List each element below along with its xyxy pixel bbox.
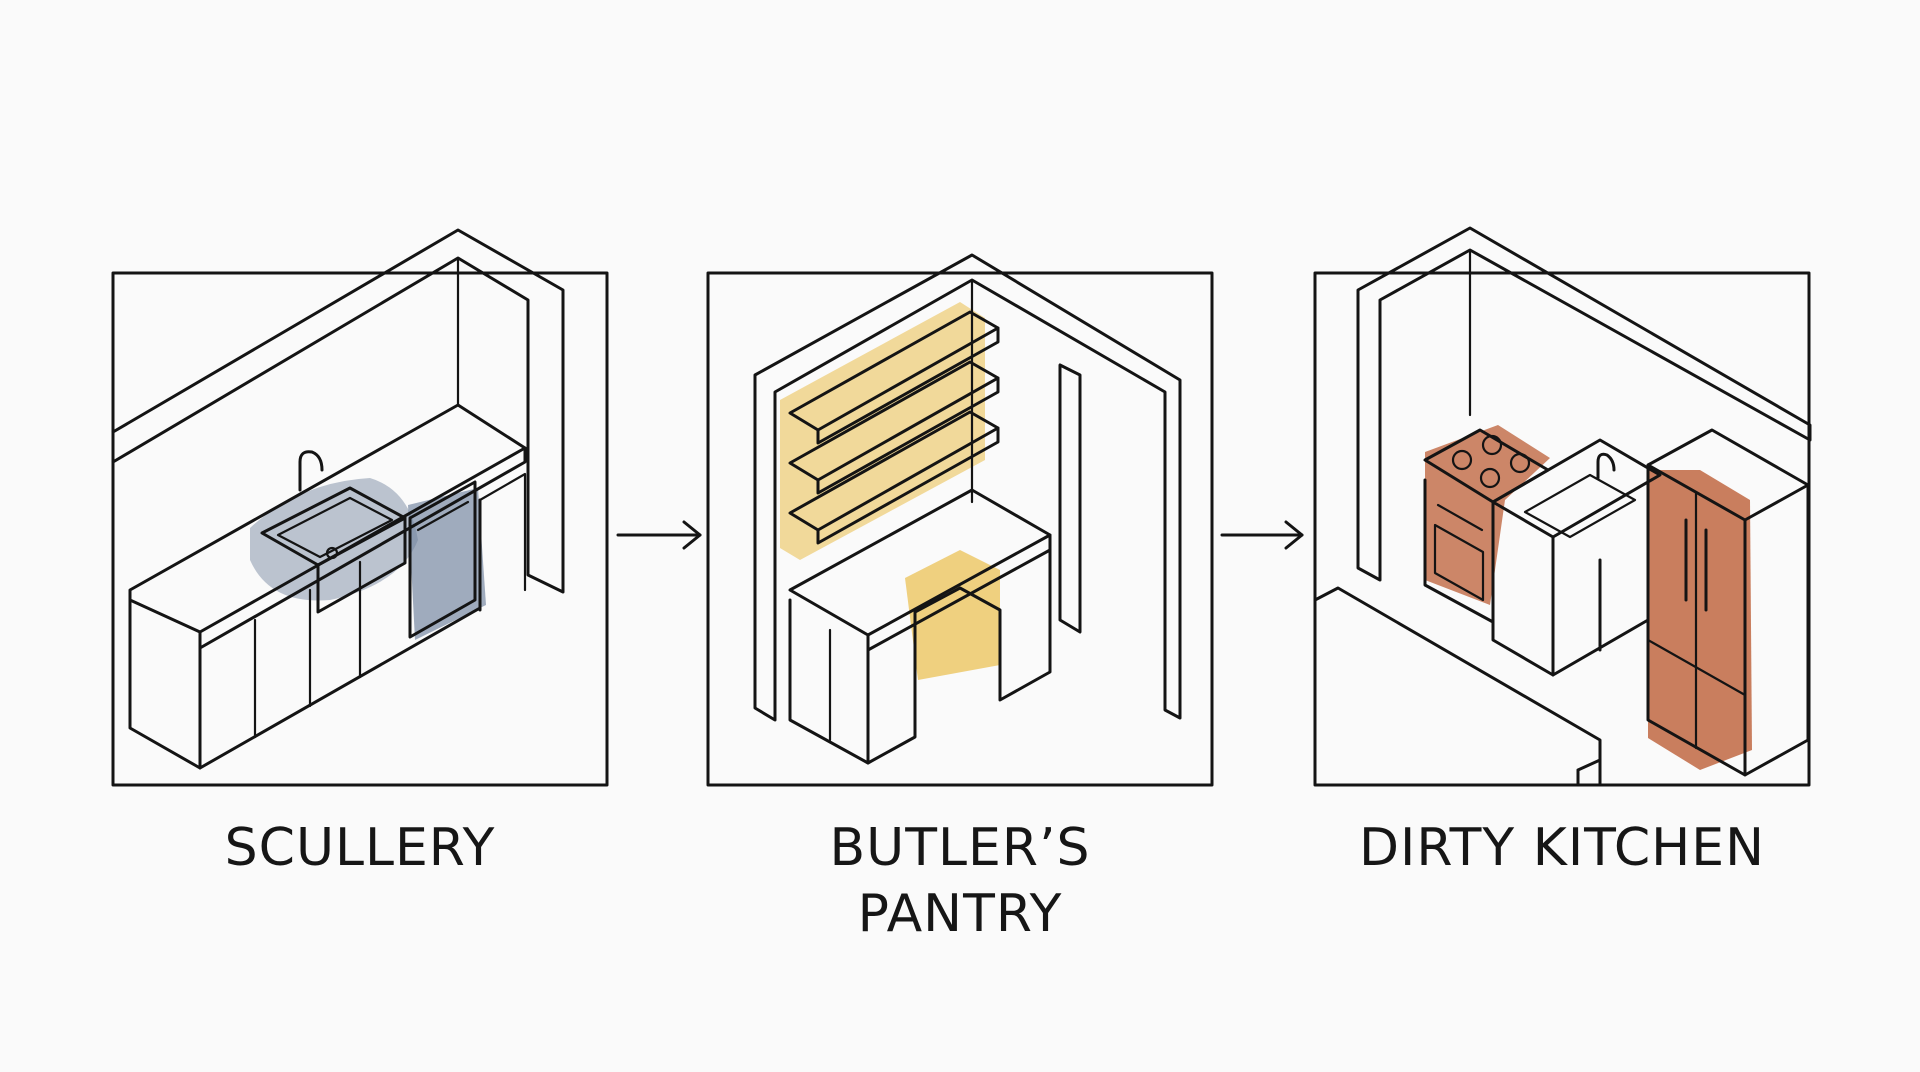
panel-butlers-pantry [708,255,1212,785]
label-dirty-kitchen: DIRTY KITCHEN [1302,815,1822,881]
label-line: PANTRY [700,881,1220,947]
kitchen-base-cabinets [1493,537,1648,675]
kitchen-island [1315,588,1600,785]
faucet-icon [1598,454,1614,478]
label-line: DIRTY KITCHEN [1302,815,1822,881]
label-line: SCULLERY [100,815,620,881]
arrow-right-icon [618,522,700,548]
label-line: BUTLER’S [700,815,1220,881]
label-scullery: SCULLERY [100,815,620,881]
sink-basin [1525,475,1635,537]
panel-scullery [113,230,607,785]
arrow-right-icon [1222,522,1302,548]
label-butlers-pantry: BUTLER’S PANTRY [700,815,1220,947]
pantry-doorway [1060,365,1080,632]
panel-dirty-kitchen [1315,228,1810,785]
side-cabinet [480,474,525,590]
